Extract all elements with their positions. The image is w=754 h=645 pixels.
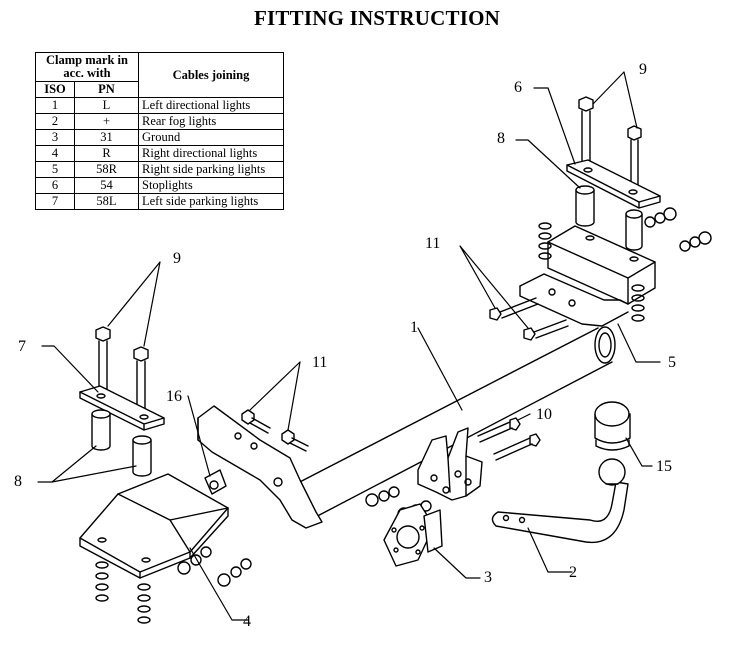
page-title: FITTING INSTRUCTION [254,6,500,30]
left-bolts-11 [241,409,309,452]
pn-cell: 31 [74,129,139,146]
callout-1: 1 [410,319,418,336]
left-bolts-9 [95,326,149,413]
callout-10: 10 [536,406,552,423]
right-washers-nuts [538,207,712,322]
iso-cell: 7 [35,193,75,210]
desc-cell: Ground [138,129,284,146]
plate-7 [79,385,165,431]
plate-6 [566,159,661,209]
main-beam-1 [289,326,616,523]
socket-plate-3 [383,503,443,567]
table-header-row: Clamp mark in acc. with Cables joining [35,52,284,98]
callout-9-left: 9 [173,250,181,267]
callout-8-left: 8 [14,473,22,490]
desc-cell: Stoplights [138,177,284,194]
tow-ball-neck-2 [491,458,629,544]
desc-cell: Left side parking lights [138,193,284,210]
pn-cell: 58L [74,193,139,210]
callout-16: 16 [166,388,182,405]
center-bolts-10 [477,417,541,461]
bracket-5 [519,225,656,327]
pn-cell: 54 [74,177,139,194]
callout-7: 7 [18,338,26,355]
desc-cell: Right directional lights [138,145,284,162]
right-bolts-9 [578,96,642,188]
left-washers-nuts [95,546,252,624]
clamp-mark-header: Clamp mark in acc. with [35,52,139,82]
bracket-4 [79,473,229,579]
callout-5: 5 [668,354,676,371]
callout-4: 4 [243,613,251,630]
tow-ball-cap-15 [594,401,631,451]
pn-header: PN [74,81,139,98]
callout-11-left: 11 [312,354,327,371]
left-side-arm-16 [197,405,323,529]
cables-joining-table: Clamp mark in acc. with Cables joining I… [35,52,284,210]
callout-2: 2 [569,564,577,581]
callout-9-right: 9 [639,61,647,78]
callout-11-right: 11 [425,235,440,252]
center-brackets [417,427,483,501]
right-bolts-11 [489,297,569,341]
callout-15: 15 [656,458,672,475]
callout-8-right: 8 [497,130,505,147]
desc-cell: Right side parking lights [138,161,284,178]
callout-6: 6 [514,79,522,96]
spacers-8-left [91,409,152,477]
cables-joining-header: Cables joining [138,52,284,98]
leader-lines [37,71,661,621]
spacers-8-right [575,185,643,251]
callout-3: 3 [484,569,492,586]
